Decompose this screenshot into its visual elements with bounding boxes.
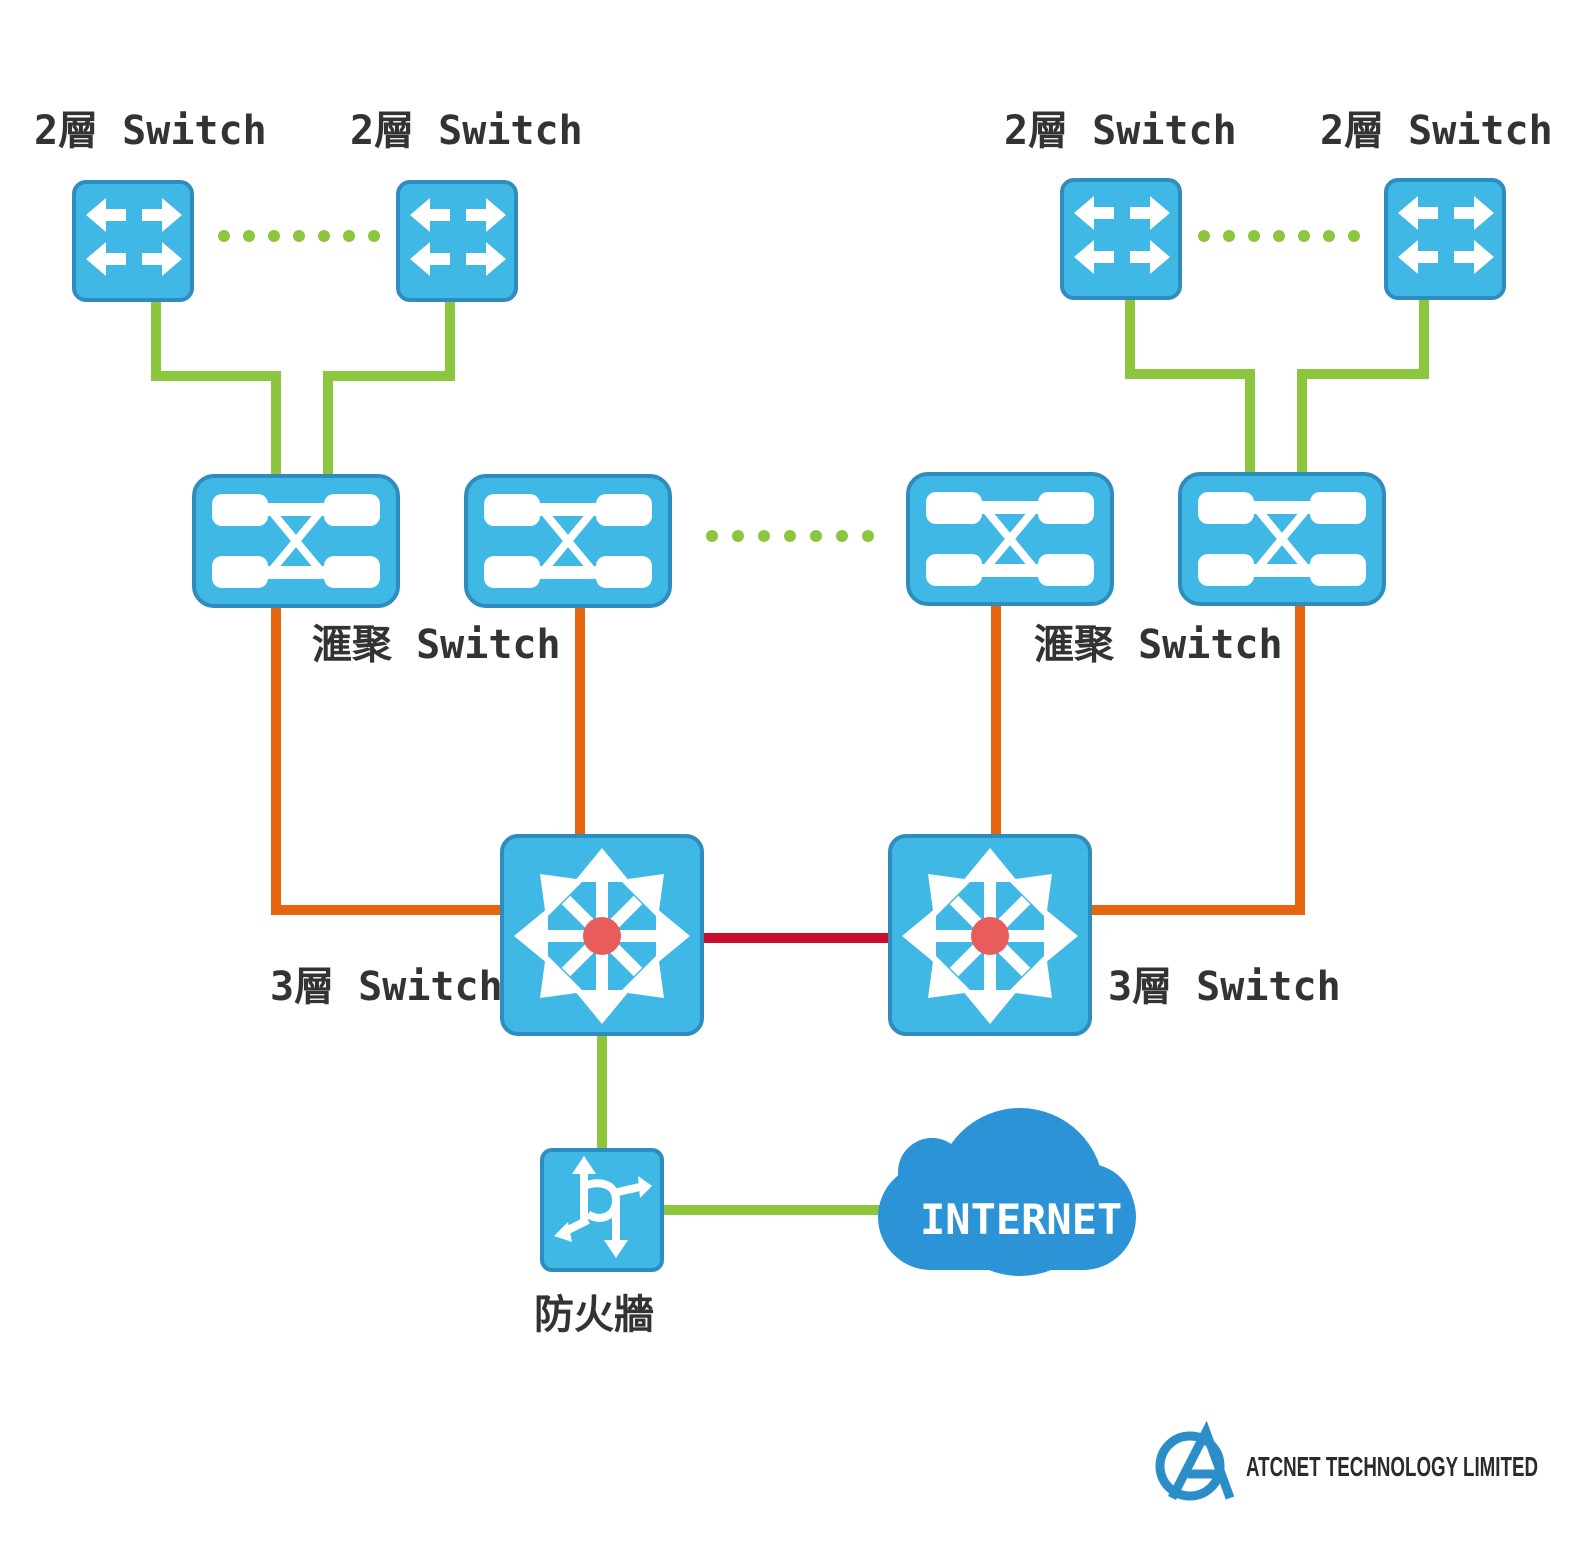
l3-switch-center-dot — [971, 917, 1009, 955]
aggregation-switch-3 — [906, 472, 1114, 606]
l2-switch-c — [1060, 178, 1182, 300]
link-l2c-to-agg-right — [1125, 298, 1255, 474]
link-l2d-to-agg-right — [1297, 298, 1429, 474]
dotted-connector-top-right — [1198, 230, 1360, 242]
firewall-icon — [554, 1156, 652, 1258]
atcnet-logo-icon — [1155, 1420, 1235, 1501]
l2-switch-d — [1384, 178, 1506, 300]
firewall-device — [540, 1148, 664, 1272]
label-l2-switch-b: 2層 Switch — [350, 108, 583, 154]
label-aggregation-right: 滙聚 Switch — [1034, 622, 1283, 668]
l2-switch-b — [396, 180, 518, 302]
internet-cloud — [878, 1108, 1136, 1276]
l3-switch-center-dot — [583, 917, 621, 955]
dotted-connector-top-left — [218, 230, 380, 242]
l3-switch-left — [500, 834, 704, 1036]
l3-switch-right — [888, 834, 1092, 1036]
aggregation-switch-4 — [1178, 472, 1386, 606]
label-firewall: 防火牆 — [534, 1292, 654, 1338]
label-l2-switch-d: 2層 Switch — [1320, 108, 1553, 154]
brand-name: ATCNET TECHNOLOGY LIMITED — [1246, 1451, 1538, 1482]
link-l2a-to-agg-left — [151, 300, 281, 476]
links — [151, 298, 1429, 1215]
label-l3-switch-right: 3層 Switch — [1108, 964, 1341, 1010]
l2-switch-a — [72, 180, 194, 302]
aggregation-switch-2 — [464, 474, 672, 608]
label-l3-switch-left: 3層 Switch — [270, 964, 503, 1010]
cloud-icon — [878, 1108, 1136, 1276]
label-aggregation-left: 滙聚 Switch — [312, 622, 561, 668]
aggregation-switch-1 — [192, 474, 400, 608]
link-l2b-to-agg-left — [323, 300, 455, 476]
label-l2-switch-c: 2層 Switch — [1004, 108, 1237, 154]
link-agg1-to-l3-left — [271, 606, 502, 915]
label-internet: INTERNET — [920, 1195, 1122, 1244]
link-agg4-to-l3-right — [1088, 604, 1305, 915]
dotted-connector-middle — [706, 530, 874, 542]
label-l2-switch-a: 2層 Switch — [34, 108, 267, 154]
